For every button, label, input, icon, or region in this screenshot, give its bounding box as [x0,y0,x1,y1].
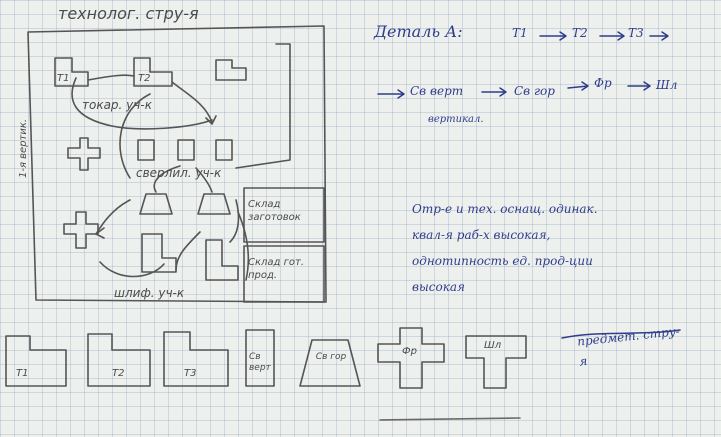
route2-item: Св верт [410,84,464,98]
row-sv-vert [245,329,275,387]
sklad-zag-label: Склад заготовок [248,199,301,223]
machine-label: Шл [484,340,502,351]
drill-2 [177,139,195,161]
row-t2 [87,333,151,387]
machine-label: Т3 [184,368,197,379]
plan-title: технолог. стру-я [58,4,199,23]
grinder-2 [205,239,239,281]
machine-label: Т1 [16,368,29,379]
row-shl [465,335,527,389]
vertical-note: вертикал. [428,114,484,125]
shlif-label: шлиф. уч-к [114,286,185,300]
paragraph-line: Отр-е и тех. оснащ. одинак. [412,202,598,216]
cross-1 [67,137,101,171]
paragraph-line: однотипность ед. прод-ции [412,254,593,268]
vertical-label: 1-я вертик. [18,118,29,178]
t1-machine [54,57,89,87]
sverl-label: сверлил. уч-к [136,166,222,180]
machine-label: Т2 [112,368,125,379]
sklad-got-label: Склад гот. прод. [248,257,305,281]
drill-3 [215,139,233,161]
machine-label: Св верт [249,352,271,373]
detal-label: Деталь А: [374,22,463,41]
row-t3 [163,331,229,387]
route2-item: Шл [656,78,678,92]
row-sv-gor [299,339,361,387]
t2-label: Т2 [138,73,151,84]
drill-1 [137,139,155,161]
sklad-gotovoi-box [243,245,325,303]
row-fr [377,327,445,389]
paragraph-line: квал-я раб-х высокая, [412,228,551,242]
paragraph: Отр-е и тех. оснащ. одинак. квал-я раб-х… [412,196,598,300]
mill-1 [139,193,173,215]
route2-item: Св гор [514,84,555,98]
route1-item: Т2 [572,26,588,40]
t3-machine-plan [215,59,247,81]
mill-2 [197,193,231,215]
route1-item: Т1 [512,26,528,40]
route2-item: Фр [594,76,612,90]
route1-item: Т3 [628,26,644,40]
t2-machine [133,57,173,87]
plan-frame [27,25,327,303]
sklad-zagotovok-box [243,187,325,243]
tokarn-label: токар. уч-к [82,98,152,112]
row-t1 [5,335,67,387]
cross-2 [63,211,99,249]
grinder-1 [141,233,177,273]
machine-label: Св гор [315,352,347,362]
machine-label: Фр [402,346,417,357]
t1-label: Т1 [57,73,70,84]
paragraph-line: высокая [412,280,465,294]
